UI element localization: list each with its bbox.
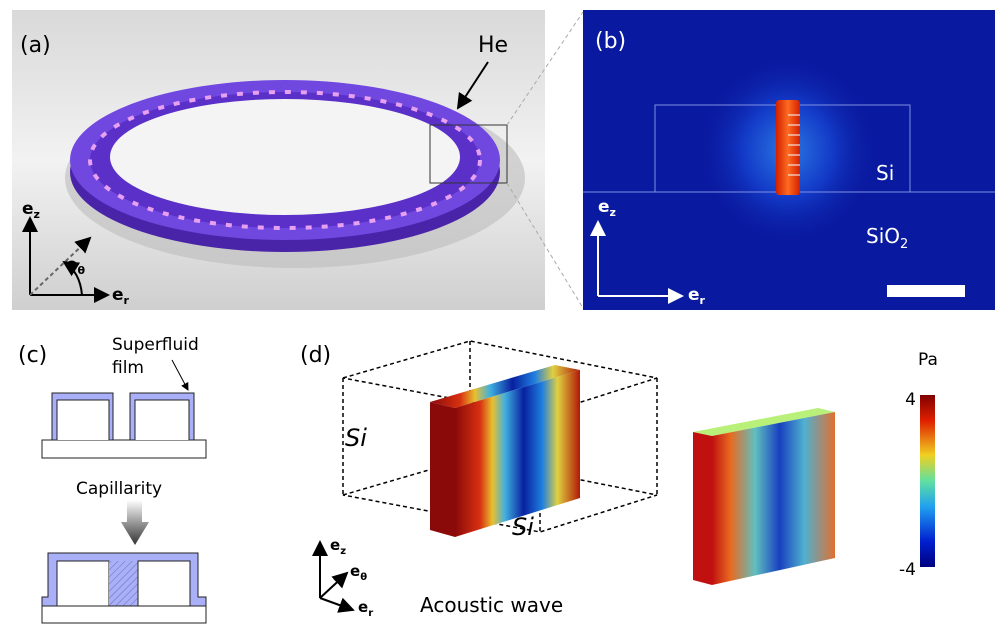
svg-text:eθ: eθ: [66, 255, 86, 277]
acoustic-wave-caption: Acoustic wave: [420, 593, 563, 617]
svg-text:er: er: [358, 598, 373, 619]
panel-d-label: (d): [300, 343, 331, 368]
svg-text:er: er: [112, 285, 130, 307]
capillarity-arrow: [121, 500, 149, 545]
svg-text:er: er: [688, 285, 706, 307]
axes-d: ez eθ er: [312, 536, 373, 619]
structure-before: [41, 392, 207, 459]
zoom-line-top: [506, 11, 584, 126]
svg-text:eθ: eθ: [350, 562, 367, 583]
slab-side: [430, 402, 455, 537]
panel-c: (c) Superfluid film Capillarity: [18, 335, 207, 624]
silica-label: SiO2: [866, 224, 908, 252]
slab-front: [455, 370, 580, 537]
axes-a: ez eθ er: [22, 199, 130, 307]
panel-a-label: (a): [20, 33, 51, 58]
helium-pointer-arrow: [456, 61, 489, 110]
field-arrows: [788, 114, 800, 176]
colorbar-min: -4: [899, 560, 916, 580]
scale-bar: [887, 285, 965, 297]
axes-b: ez er: [590, 197, 706, 307]
film-label-line1: Superfluid: [112, 335, 199, 355]
capillarity-label: Capillarity: [76, 479, 162, 499]
axis-theta-label: e: [66, 255, 78, 275]
si-label-left: Si: [345, 424, 367, 452]
colorbar: Pa 4 -4: [899, 350, 938, 580]
svg-text:ez: ez: [330, 536, 346, 557]
colorbar-gradient: [920, 395, 935, 567]
panel-c-label: (c): [18, 343, 47, 368]
slab-top: [430, 365, 580, 408]
axis-z-label: e: [22, 199, 34, 219]
film-pointer: [171, 359, 189, 391]
zoom-line-bottom: [506, 182, 584, 309]
svg-text:ez: ez: [22, 199, 40, 221]
si-label-right: Si: [512, 513, 534, 541]
film-label-line2: film: [112, 358, 144, 378]
axis-r-label: e: [112, 285, 124, 305]
panel-a: (a) He ez eθ er: [12, 10, 545, 310]
panel-b: (b) Si SiO2 ez er: [583, 10, 995, 310]
structure-after: [41, 552, 207, 624]
ring-resonator: [70, 80, 500, 252]
mode-field-slot: [776, 100, 800, 195]
svg-text:ez: ez: [598, 197, 616, 219]
silicon-label: Si: [876, 161, 894, 185]
panel-b-label: (b): [595, 29, 626, 54]
panel-d: (d) Si Si ez eθ er Acoustic wave Pa 4: [300, 340, 938, 619]
helium-label: He: [478, 33, 508, 58]
pressure-mode-slab: [693, 408, 835, 585]
colorbar-max: 4: [905, 390, 916, 410]
colorbar-unit: Pa: [918, 350, 938, 370]
zoom-box: [429, 124, 508, 184]
